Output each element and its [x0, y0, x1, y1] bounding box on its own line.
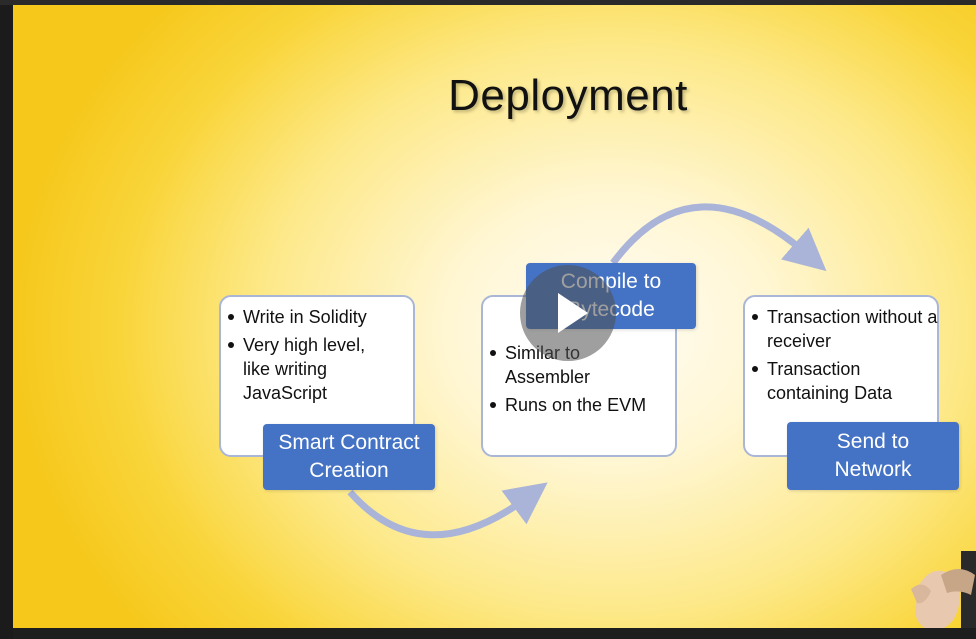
- bullet-item: Write in Solidity: [221, 305, 413, 329]
- slide-title: Deployment: [448, 71, 688, 120]
- bullet-item: Runs on the EVM: [483, 393, 675, 417]
- curved-arrow-icon: [610, 203, 827, 272]
- play-button[interactable]: [520, 265, 616, 361]
- window-left-edge: [0, 5, 13, 639]
- presenter-webcam-image: [911, 551, 976, 628]
- step-label-smart-contract: Smart Contract Creation: [263, 424, 435, 490]
- step-label-send: Send to Network: [787, 422, 959, 490]
- window-top-bar: [0, 0, 976, 5]
- bullet-item: Transaction containing Data: [745, 357, 937, 405]
- curved-arrow-icon: [347, 482, 548, 539]
- bullet-item: Very high level, like writing JavaScript: [221, 333, 393, 405]
- bullet-item: Transaction without a receiver: [745, 305, 947, 353]
- curved-arrow-icons: [347, 203, 827, 539]
- presentation-slide[interactable]: Deployment Write in Solidity Very high l…: [13, 5, 976, 628]
- window-bottom-bar: [13, 628, 976, 639]
- play-icon: [558, 293, 588, 333]
